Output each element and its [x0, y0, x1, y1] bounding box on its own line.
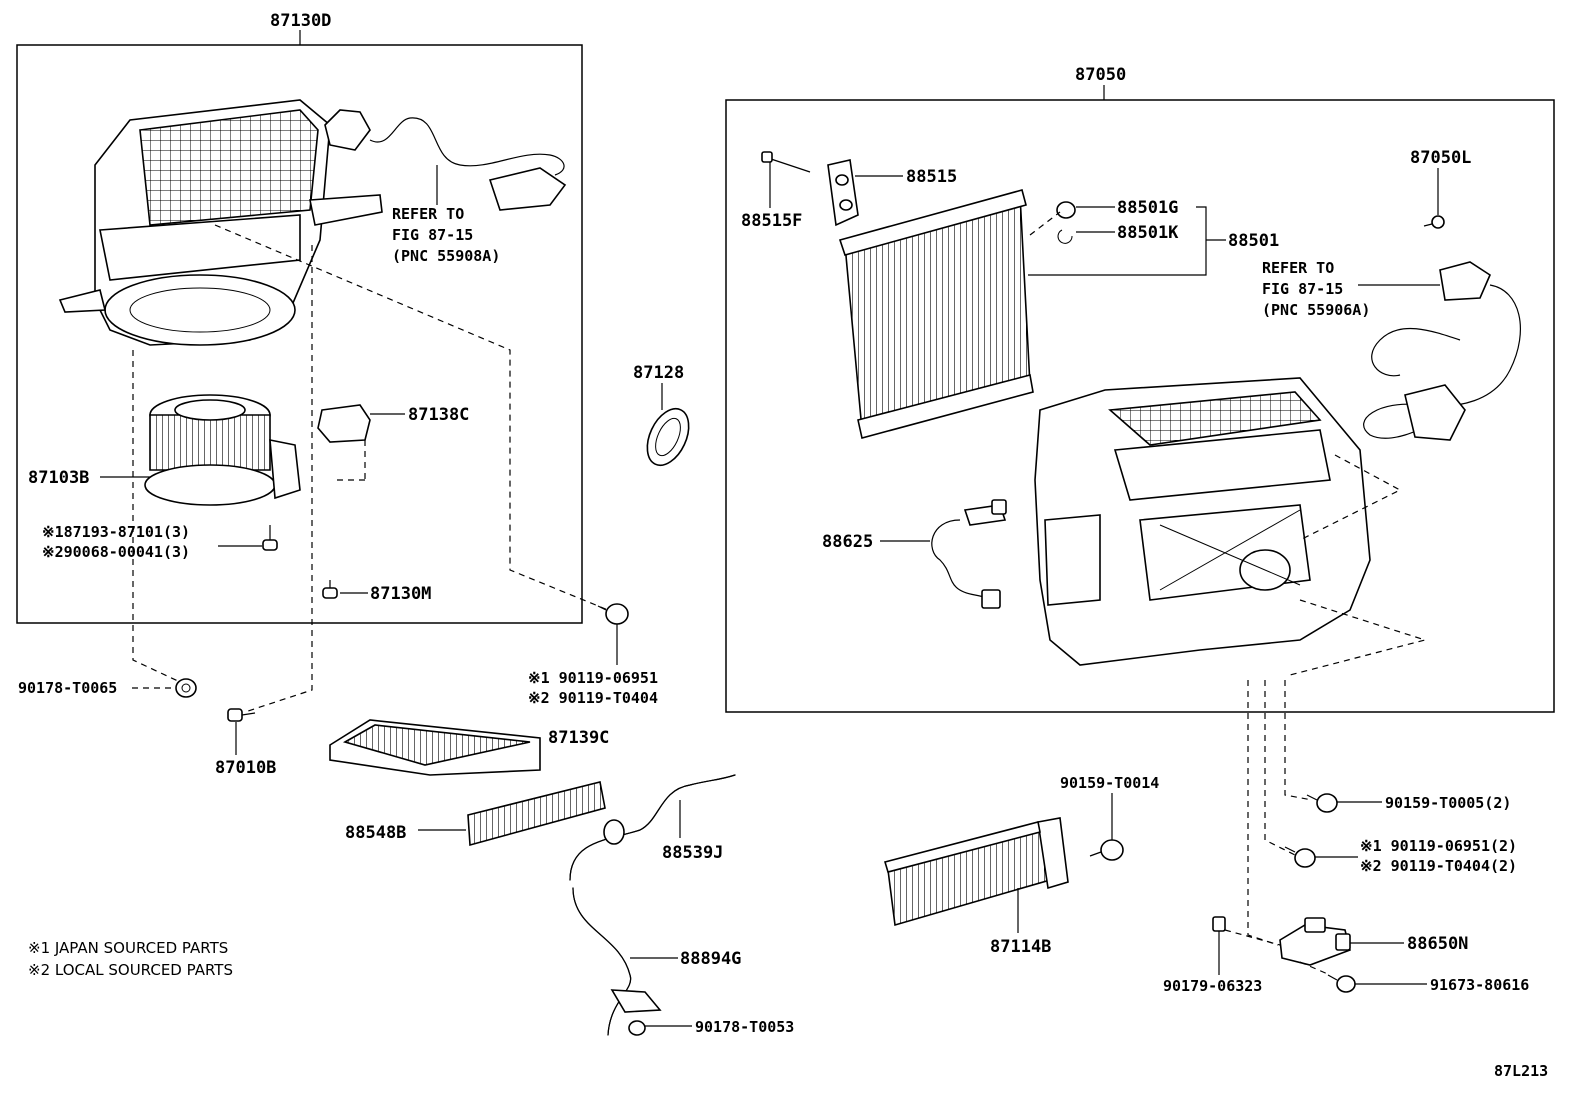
label-90178-t0065: 90178-T0065 — [18, 679, 117, 697]
label-87130m: 87130M — [370, 584, 431, 604]
heater-core-87114b — [883, 817, 1069, 927]
label-refer-right-1: REFER TO — [1262, 259, 1334, 277]
label-refer-left-2: FIG 87-15 — [392, 226, 473, 244]
frame-87130d — [16, 44, 583, 624]
screw-drawing — [262, 525, 278, 551]
label-refer-right-3: (PNC 55906A) — [1262, 301, 1370, 319]
filter-88548b — [467, 781, 606, 847]
gasket-87128 — [646, 407, 690, 467]
label-88501g: 88501G — [1117, 198, 1178, 218]
label-88894g: 88894G — [680, 949, 741, 969]
sensor-88625-drawing — [931, 499, 1007, 609]
label-87130d: 87130D — [270, 11, 331, 31]
blower-case-drawing — [58, 99, 383, 346]
label-90179: 90179-06323 — [1163, 977, 1262, 995]
clip-90179 — [1212, 916, 1226, 932]
hose-88539j — [569, 774, 736, 881]
servo-left-drawing — [324, 109, 567, 211]
label-88625: 88625 — [822, 532, 873, 552]
label-91673: 91673-80616 — [1430, 976, 1529, 994]
label-90178-t0053: 90178-T0053 — [695, 1018, 794, 1036]
label-87138c: 87138C — [408, 405, 469, 425]
assembly-87130d: 87130D REFER TO FIG 87-15 (PNC 55908A) — [16, 11, 609, 713]
frame-87050 — [725, 99, 1555, 713]
label-87139c: 87139C — [548, 728, 609, 748]
label-90119-1: ※1 90119-06951 — [528, 669, 658, 687]
label-87114b: 87114B — [990, 937, 1051, 957]
label-refer-left-3: (PNC 55908A) — [392, 247, 500, 265]
washer-90178-t0065 — [175, 678, 197, 698]
label-90119-2: ※2 90119-T0404 — [528, 689, 658, 707]
bolt-91673 — [1327, 974, 1356, 993]
label-90068: ※290068-00041(3) — [42, 543, 190, 561]
assembly-87050: 87050 88515 88515F 88501G 88501K — [725, 65, 1555, 713]
label-90159-t0005: 90159-T0005(2) — [1385, 794, 1511, 812]
label-87128: 87128 — [633, 363, 684, 383]
label-88650n: 88650N — [1407, 934, 1468, 954]
servo-right-drawing — [1363, 261, 1521, 441]
evaporator-drawing — [838, 189, 1034, 439]
label-87103b: 87103B — [28, 468, 89, 488]
label-88548b: 88548B — [345, 823, 406, 843]
diagram-code: 87L213 — [1494, 1062, 1548, 1080]
label-87050: 87050 — [1075, 65, 1126, 85]
bolt-90159-t0014 — [1089, 839, 1124, 861]
label-90159-t0014: 90159-T0014 — [1060, 774, 1159, 792]
bolt-90119-right — [1284, 846, 1316, 868]
o-rings-drawing — [1029, 201, 1076, 244]
blower-motor-drawing — [144, 394, 301, 506]
bolt-90119-left — [597, 603, 629, 625]
sensor-88650n — [1279, 917, 1351, 966]
bolt-90159-t0005 — [1306, 793, 1338, 813]
label-87193: ※187193-87101(3) — [42, 523, 190, 541]
label-refer-left-1: REFER TO — [392, 205, 464, 223]
label-88539j: 88539J — [662, 843, 723, 863]
label-88515: 88515 — [906, 167, 957, 187]
clip-87050l-drawing — [1423, 215, 1445, 229]
expansion-valve-drawing — [761, 151, 859, 227]
note-local-sourced: ※2 LOCAL SOURCED PARTS — [28, 961, 233, 979]
label-90119-r1: ※1 90119-06951(2) — [1360, 837, 1517, 855]
label-88515f: 88515F — [741, 211, 802, 231]
label-87010b: 87010B — [215, 758, 276, 778]
label-87050l: 87050L — [1410, 148, 1471, 168]
hose-88894g — [572, 887, 662, 1036]
note-japan-sourced: ※1 JAPAN SOURCED PARTS — [28, 939, 228, 957]
label-88501k: 88501K — [1117, 223, 1179, 243]
label-refer-right-2: FIG 87-15 — [1262, 280, 1343, 298]
bolt-87010b — [227, 708, 256, 722]
heater-unit-drawing — [1034, 377, 1371, 666]
label-88501: 88501 — [1228, 231, 1279, 251]
label-90119-r2: ※2 90119-T0404(2) — [1360, 857, 1517, 875]
filter-87139c — [329, 719, 541, 776]
screw-87130m-drawing — [322, 580, 338, 599]
resistor-drawing — [317, 404, 371, 481]
